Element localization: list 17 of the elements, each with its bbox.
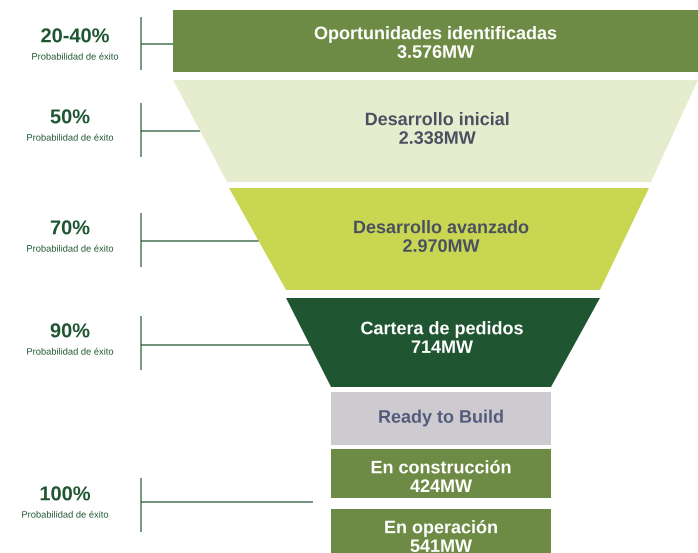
funnel-stage: Ready to Build <box>331 392 551 445</box>
funnel-stage: En construcción 424MW <box>331 449 551 498</box>
probability-label: 90% Probabilidad de éxito <box>27 323 114 355</box>
funnel-stage: Oportunidades identificadas 3.576MW <box>173 10 698 72</box>
probability-label: 70% Probabilidad de éxito <box>27 220 114 252</box>
leader-line <box>141 130 200 132</box>
probability-label: 100% Probabilidad de éxito <box>22 486 108 518</box>
funnel-stage: En operación 541MW <box>331 509 551 553</box>
funnel-stage: Desarrollo avanzado 2.970MW <box>229 188 649 290</box>
leader-line <box>141 344 310 346</box>
probability-label: 20-40% Probabilidad de éxito <box>32 28 118 60</box>
leader-line <box>141 240 259 242</box>
funnel-stage: Desarrollo inicial 2.338MW <box>173 80 698 182</box>
leader-line <box>141 501 313 503</box>
funnel-stage: Cartera de pedidos 714MW <box>286 298 600 387</box>
leader-line <box>141 43 173 45</box>
probability-label: 50% Probabilidad de éxito <box>27 109 114 141</box>
